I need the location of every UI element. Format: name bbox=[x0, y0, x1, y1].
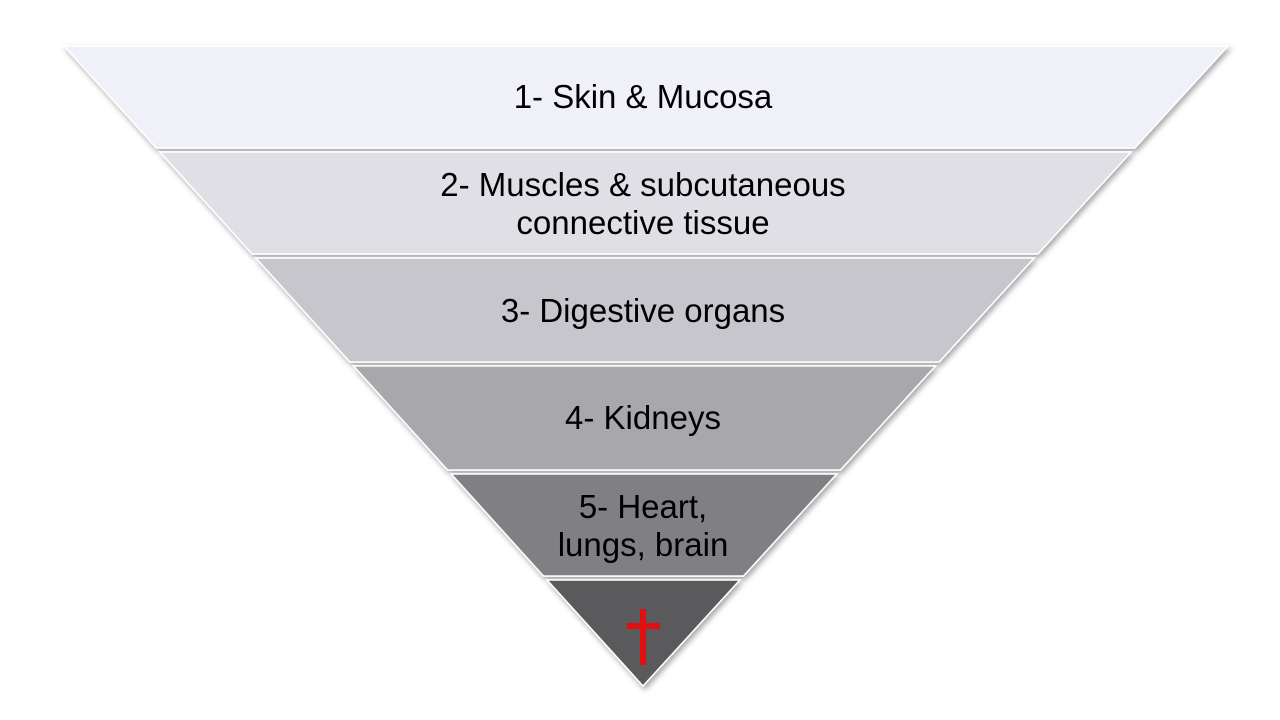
level-3-tier-shape bbox=[254, 257, 1036, 363]
level-5: 5- Heart, lungs, brain bbox=[558, 488, 729, 563]
level-5-tier-shape bbox=[449, 473, 839, 577]
level-2-label-line-2: connective tissue bbox=[516, 204, 769, 241]
cross-icon bbox=[627, 609, 660, 665]
level-1-label: 1- Skin & Mucosa bbox=[514, 78, 773, 115]
apex-level bbox=[627, 609, 660, 665]
level-2: 2- Muscles & subcutaneous connective tis… bbox=[440, 166, 845, 241]
level-5-label-line-2: lungs, brain bbox=[558, 526, 729, 563]
level-4: 4- Kidneys bbox=[565, 399, 721, 436]
level-2-tier-shape bbox=[158, 151, 1133, 255]
level-5-label-line-1: 5- Heart, bbox=[579, 488, 707, 525]
level-3: 3- Digestive organs bbox=[501, 292, 785, 329]
level-2-label-line-1: 2- Muscles & subcutaneous bbox=[440, 166, 845, 203]
level-1-tier-shape bbox=[62, 45, 1230, 149]
level-1: 1- Skin & Mucosa bbox=[514, 78, 773, 115]
level-4-tier-shape bbox=[351, 365, 938, 471]
level-4-label: 4- Kidneys bbox=[565, 399, 721, 436]
level-3-label: 3- Digestive organs bbox=[501, 292, 785, 329]
